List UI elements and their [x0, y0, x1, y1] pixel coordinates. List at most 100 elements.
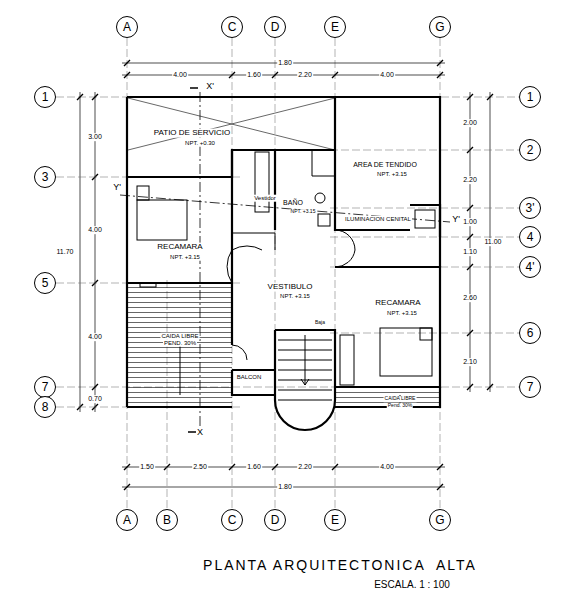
axis-label: 1 [527, 91, 534, 103]
plan-label: 11.00 [484, 238, 503, 246]
grid-bubble: E [324, 16, 346, 38]
axis-label: B [163, 514, 171, 526]
plan-label: 4.00 [87, 226, 103, 234]
plan-label: PEND. 30% [163, 340, 197, 347]
axis-label: 4' [526, 261, 535, 273]
plan-label: 11.70 [56, 248, 75, 256]
axis-label: 3' [526, 202, 535, 214]
grid-bubble: 4' [519, 256, 541, 278]
plan-label: NPT. +3.15 [279, 293, 311, 300]
grid-bubble: C [221, 16, 243, 38]
grid-bubble: G [429, 509, 451, 531]
plan-label: 1.50 [139, 463, 155, 471]
plan-label: VESTIBULO [267, 283, 314, 292]
plan-label: Baja [314, 320, 326, 326]
plan-label: 4.00 [172, 71, 188, 79]
plan-label: NPT. +3.15 [169, 254, 201, 261]
plan-label: 2.10 [462, 358, 478, 366]
plan-label: 2.20 [462, 176, 478, 184]
scale-caption: ESCALA. 1 : 100 [373, 579, 451, 590]
grid-bubble: C [221, 509, 243, 531]
grid-bubble: 1 [34, 86, 56, 108]
grid-bubble: 7 [34, 376, 56, 398]
plan-label: Vestidor [253, 195, 277, 202]
plan-label: 2.20 [297, 463, 313, 471]
axis-label: G [435, 514, 444, 526]
grid-axis [275, 38, 276, 509]
axis-label: 4 [527, 231, 534, 243]
axis-label: C [228, 21, 237, 33]
plan-label: RECAMARA [156, 243, 203, 252]
plan-label: AREA DE TENDIDO [352, 161, 418, 169]
grid-bubble: 2 [519, 139, 541, 161]
plan-label: NPT. +0.30 [184, 140, 216, 147]
drawing-title: PLANTA ARQUITECTONICA ALTA [202, 558, 478, 573]
plan-label: 4.00 [379, 463, 395, 471]
plan-label: BAÑO [282, 199, 304, 207]
plan-label: Pend. 30% [387, 403, 413, 409]
plan-label: NPT. +3.15 [386, 310, 418, 317]
grid-axis [56, 387, 519, 388]
grid-axis [127, 38, 128, 509]
grid-bubble: 4 [519, 226, 541, 248]
plan-label: 1.80 [277, 59, 293, 67]
plan-label: 1.00 [462, 218, 478, 226]
grid-bubble: 3 [34, 166, 56, 188]
grid-bubble: B [156, 509, 178, 531]
plan-label: 0.70 [87, 395, 103, 403]
axis-label: 2 [527, 144, 534, 156]
axis-label: 8 [42, 401, 49, 413]
grid-bubble: D [264, 509, 286, 531]
plan-label: CAIDA LIBRE [160, 333, 199, 340]
axis-label: C [228, 514, 237, 526]
axis-label: 7 [527, 381, 534, 393]
grid-bubble: 5 [34, 272, 56, 294]
grid-bubble: 1 [519, 86, 541, 108]
axis-label: A [123, 21, 131, 33]
plan-label: X [196, 428, 204, 438]
axis-label: E [331, 21, 339, 33]
grid-bubble: 7 [519, 376, 541, 398]
plan-label: 4.00 [379, 71, 395, 79]
plan-label: 1.60 [246, 71, 262, 79]
plan-label: X' [205, 82, 215, 92]
plan-label: ILUMINACION CENITAL [344, 216, 412, 223]
plan-label: PATIO DE SERVICIO [153, 129, 231, 138]
axis-label: 5 [42, 277, 49, 289]
plan-label: 2.20 [297, 71, 313, 79]
axis-label: 6 [527, 327, 534, 339]
axis-label: 7 [42, 381, 49, 393]
grid-bubble: G [429, 16, 451, 38]
grid-bubble: A [116, 509, 138, 531]
axis-label: E [331, 514, 339, 526]
grid-bubble: 3' [519, 197, 541, 219]
axis-label: A [123, 514, 131, 526]
plan-label: BALCON [236, 374, 263, 381]
plan-label: 1.60 [246, 463, 262, 471]
axis-label: D [271, 21, 280, 33]
plan-label: NPT. +3.15 [290, 209, 317, 215]
axis-label: 3 [42, 171, 49, 183]
plan-label: 2.00 [462, 119, 478, 127]
plan-label: Y' [112, 183, 122, 193]
plan-label: RECAMARA [374, 299, 421, 308]
plan-label: 1.10 [462, 248, 478, 256]
grid-bubble: A [116, 16, 138, 38]
plan-label: NPT. +3.15 [376, 171, 408, 178]
plan-label: 4.00 [87, 333, 103, 341]
plan-label: Y' [451, 215, 461, 225]
plan-label: 3.00 [87, 133, 103, 141]
axis-label: D [271, 514, 280, 526]
grid-bubble: 6 [519, 322, 541, 344]
plan-label: 1.80 [277, 483, 293, 491]
grid-bubble: E [324, 509, 346, 531]
plan-label: CAIDA LIBRE [384, 396, 417, 402]
plan-label: 2.60 [462, 294, 478, 302]
plan-label: 2.50 [192, 463, 208, 471]
grid-bubble: D [264, 16, 286, 38]
grid-axis [232, 38, 233, 509]
grid-bubble: 8 [34, 396, 56, 418]
axis-label: 1 [42, 91, 49, 103]
